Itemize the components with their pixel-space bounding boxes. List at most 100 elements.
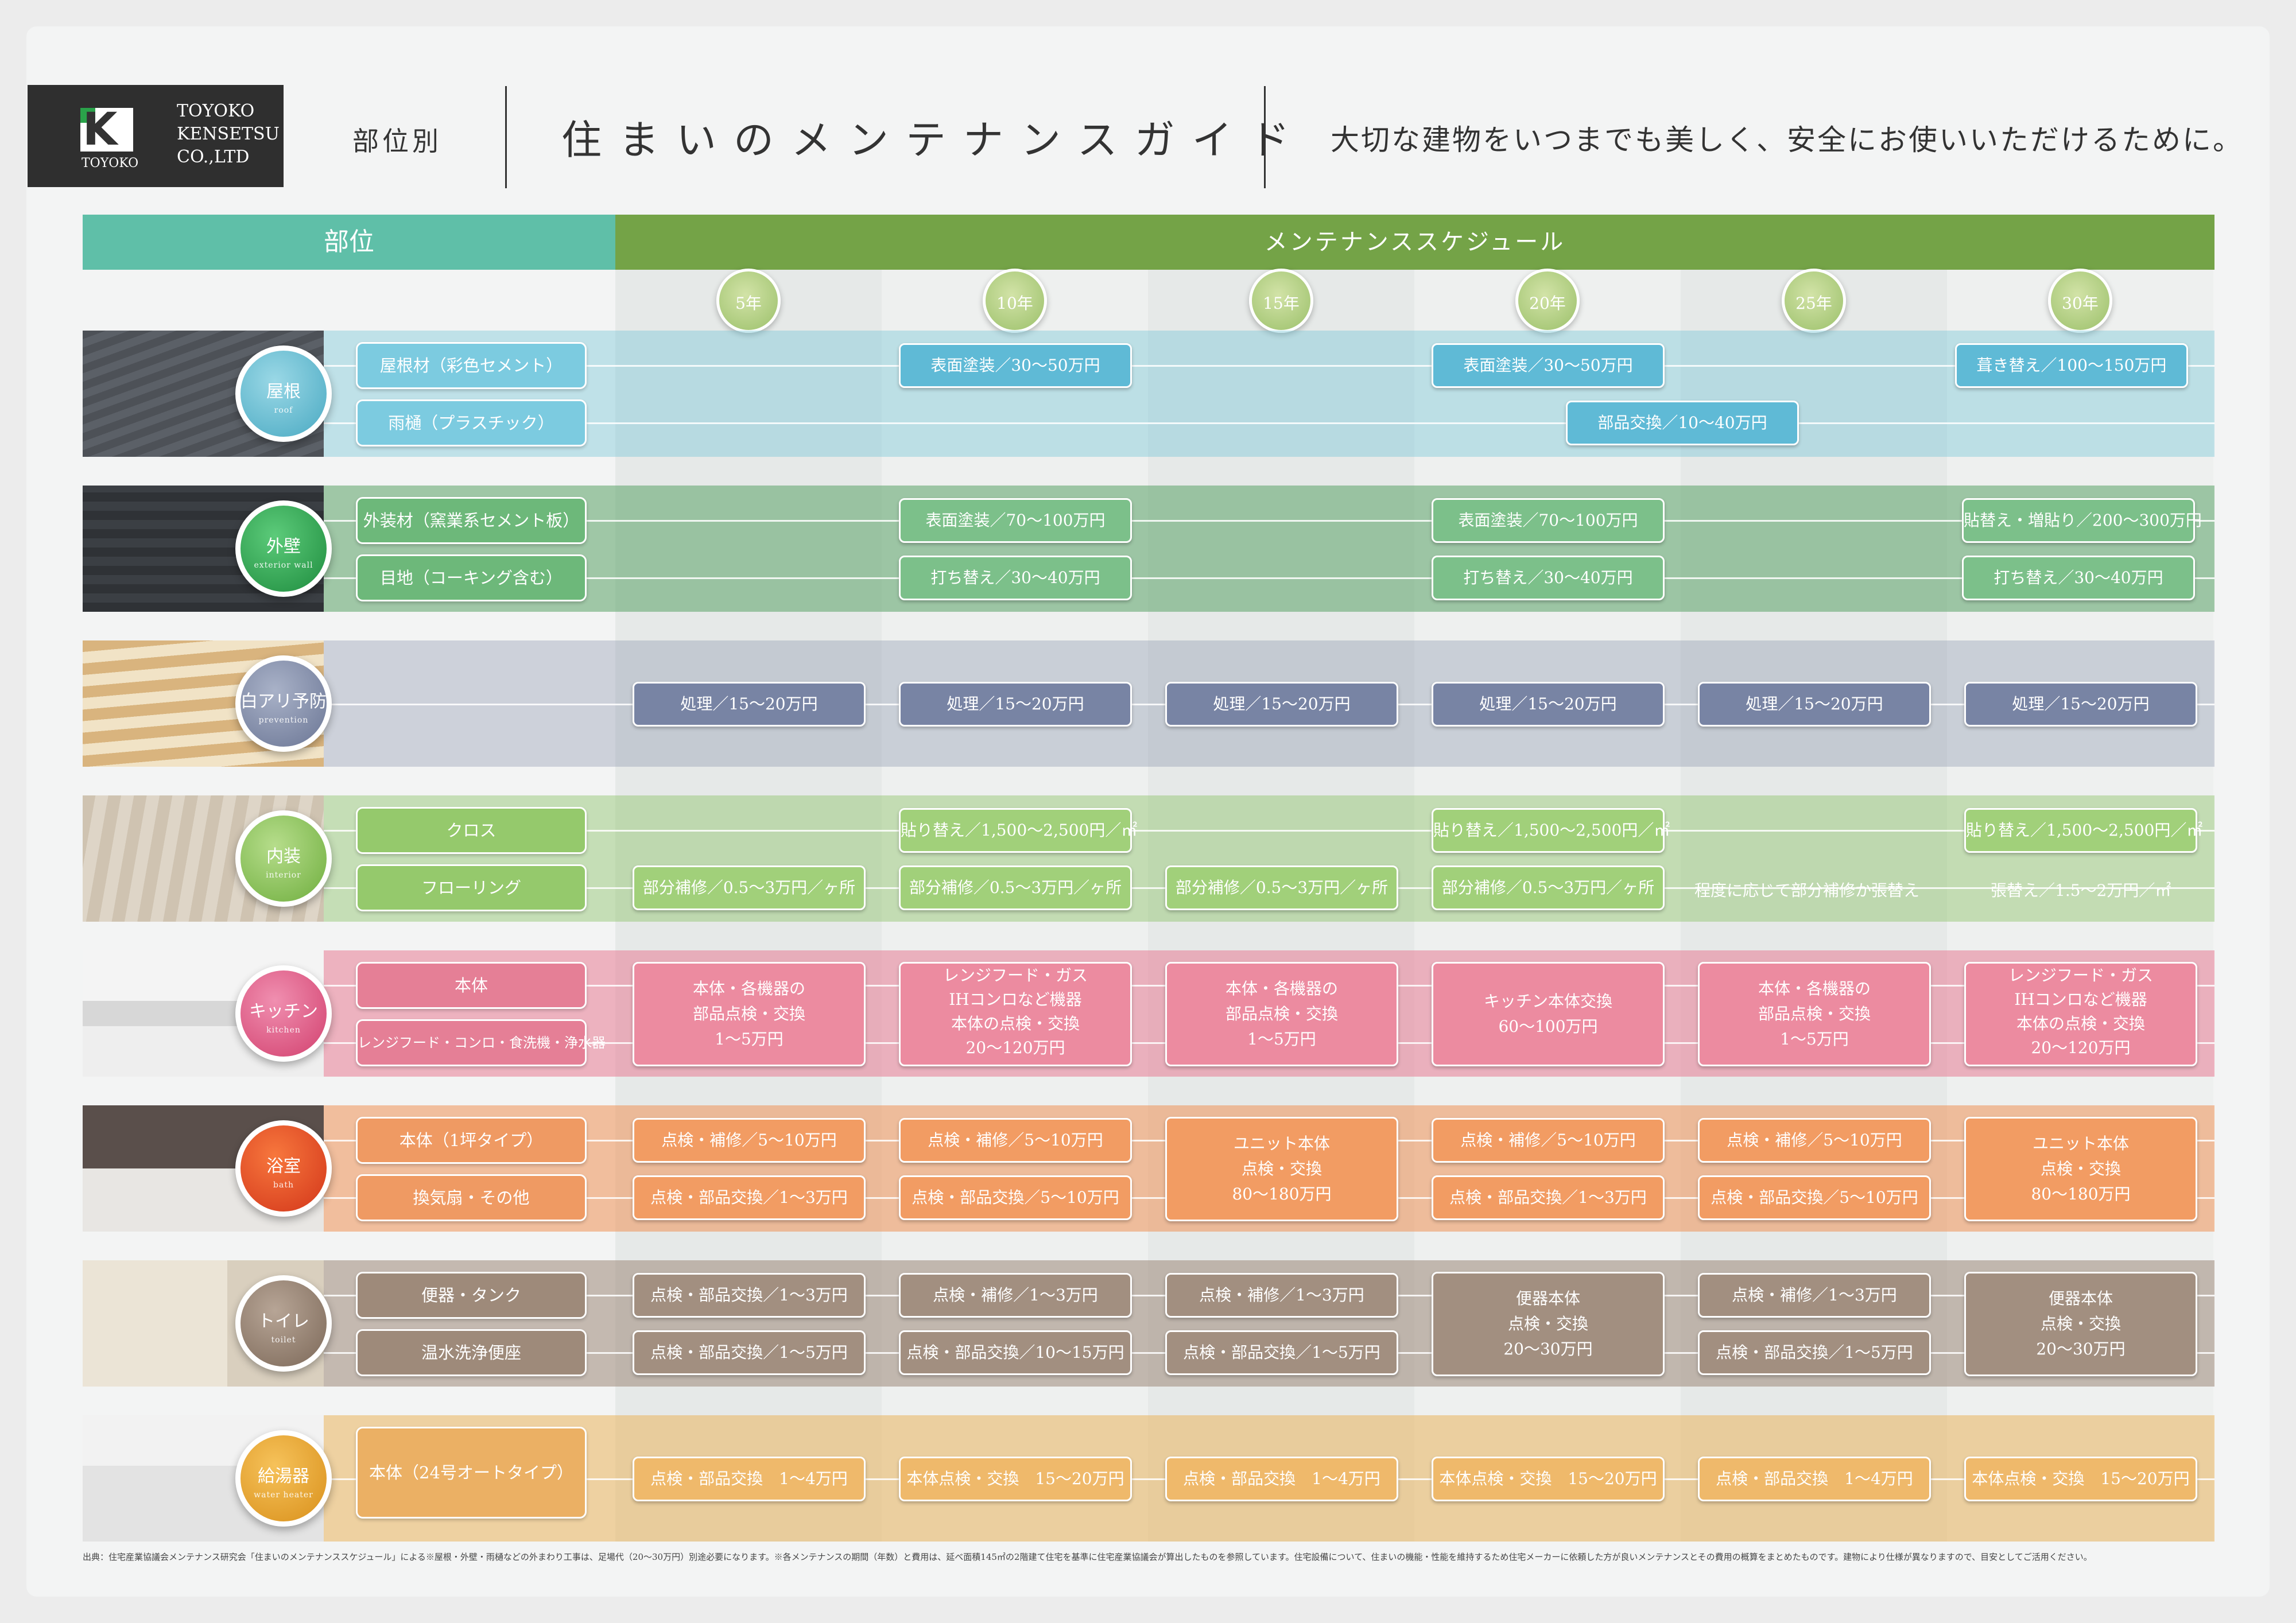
item-kitchen-equipment: レンジフード・コンロ・食洗機・浄水器 [356, 1019, 606, 1066]
cell-heater-5y: 点検・部品交換 1～4万円 [633, 1457, 866, 1501]
category-interior: 内装 interior [235, 810, 332, 907]
cell-heater-25y: 点検・部品交換 1～4万円 [1698, 1457, 1931, 1501]
schedule-column-header: メンテナンススケジュール [615, 215, 2214, 270]
item-siding: 外装材（窯業系セメント板） [356, 497, 587, 544]
cell-cloth-10y: 貼り替え／1,500～2,500円／㎡ [899, 808, 1137, 853]
row-water-heater: 給湯器 water heater 本体（24号オートタイプ） 点検・部品交換 1～… [83, 1415, 2214, 1542]
cell-kitchen-5y: 本体・各機器の 部品点検・交換 1～5万円 [633, 962, 866, 1066]
cell-flooring-20y: 部分補修／0.5～3万円／ヶ所 [1432, 865, 1665, 910]
cell-toilet-10y-1: 点検・補修／1～3万円 [899, 1273, 1132, 1318]
cell-wall-30y: 貼替え・増貼り／200～300万円 [1962, 498, 2202, 543]
cell-kitchen-10y: レンジフード・ガス IHコンロなど機器 本体の点検・交換 20～120万円 [899, 962, 1132, 1066]
category-label: トイレ [258, 1311, 309, 1331]
cell-termite-10y: 処理／15～20万円 [899, 682, 1132, 727]
category-label: 内装 [266, 847, 301, 867]
category-label-en: exterior wall [254, 561, 313, 570]
company-name-line1: TOYOKO [177, 101, 255, 121]
logo-k-glyph: K [83, 104, 118, 156]
cell-termite-30y: 処理／15～20万円 [1964, 682, 2197, 727]
company-name: TOYOKO KENSETSU CO.,LTD [177, 100, 280, 169]
category-label-en: prevention [258, 716, 309, 725]
item-bath-body: 本体（1坪タイプ） [356, 1117, 587, 1164]
cell-toilet-25y-1: 点検・補修／1～3万円 [1698, 1273, 1931, 1318]
cell-kitchen-25y: 本体・各機器の 部品点検・交換 1～5万円 [1698, 962, 1931, 1066]
item-washlet: 温水洗浄便座 [356, 1329, 587, 1376]
item-toilet-tank: 便器・タンク [356, 1272, 587, 1319]
year-badge-30: 30年 [2048, 269, 2112, 333]
category-label: 屋根 [266, 382, 301, 402]
cell-flooring-10y: 部分補修／0.5～3万円／ヶ所 [899, 865, 1132, 910]
cell-joint-10y: 打ち替え／30～40万円 [899, 556, 1132, 600]
category-toilet: トイレ toilet [235, 1275, 332, 1372]
cell-toilet-5y-2: 点検・部品交換／1～5万円 [633, 1330, 866, 1375]
row-toilet: トイレ toilet 便器・タンク 温水洗浄便座 点検・部品交換／1～3万円 点検… [83, 1260, 2214, 1387]
row-band [324, 331, 2214, 457]
company-logo: K TOYOKO TOYOKO KENSETSU CO.,LTD [28, 85, 284, 187]
item-cloth: クロス [356, 807, 587, 854]
category-label: 給湯器 [258, 1466, 309, 1486]
cell-heater-30y: 本体点検・交換 15～20万円 [1964, 1457, 2197, 1501]
cell-kitchen-15y: 本体・各機器の 部品点検・交換 1～5万円 [1165, 962, 1398, 1066]
company-name-line3: CO.,LTD [177, 147, 250, 167]
cell-gutter-20y: 部品交換／10～40万円 [1566, 401, 1799, 445]
cell-bath-20y-2: 点検・部品交換／1～3万円 [1432, 1175, 1665, 1220]
company-name-line2: KENSETSU [177, 124, 280, 144]
cell-bath-5y-2: 点検・部品交換／1～3万円 [633, 1175, 866, 1220]
item-heater-body: 本体（24号オートタイプ） [356, 1427, 587, 1519]
item-bath-fan: 換気扇・その他 [356, 1174, 587, 1221]
page-title: 住まいのメンテナンスガイド [561, 117, 1307, 164]
year-badge-20: 20年 [1515, 269, 1580, 333]
category-roof: 屋根 roof [235, 345, 332, 442]
category-label-en: roof [274, 406, 293, 415]
cell-bath-20y-1: 点検・補修／5～10万円 [1432, 1118, 1665, 1163]
cell-bath-15y: ユニット本体 点検・交換 80～180万円 [1165, 1117, 1398, 1221]
row-line [324, 577, 2214, 579]
item-roof-material: 屋根材（彩色セメント） [356, 342, 587, 389]
category-label-en: toilet [271, 1335, 296, 1345]
cell-toilet-25y-2: 点検・部品交換／1～5万円 [1698, 1330, 1931, 1375]
cell-flooring-5y: 部分補修／0.5～3万円／ヶ所 [633, 865, 866, 910]
cell-heater-20y: 本体点検・交換 15～20万円 [1432, 1457, 1665, 1501]
cell-termite-5y: 処理／15～20万円 [633, 682, 866, 727]
cell-roof-30y: 葺き替え／100～150万円 [1955, 343, 2188, 388]
cell-toilet-15y-2: 点検・部品交換／1～5万円 [1165, 1330, 1398, 1375]
cell-roof-10y: 表面塗装／30～50万円 [899, 343, 1132, 388]
row-line [324, 365, 2214, 367]
cell-bath-25y-2: 点検・部品交換／5～10万円 [1698, 1175, 1931, 1220]
cell-wall-10y: 表面塗装／70～100万円 [899, 498, 1132, 543]
cell-termite-15y: 処理／15～20万円 [1165, 682, 1398, 727]
year-badge-5: 5年 [716, 269, 781, 333]
cell-flooring-15y: 部分補修／0.5～3万円／ヶ所 [1165, 865, 1398, 910]
cell-toilet-5y-1: 点検・部品交換／1～3万円 [633, 1273, 866, 1318]
logo-mark-icon [80, 108, 133, 152]
row-line [324, 520, 2214, 522]
cell-termite-25y: 処理／15～20万円 [1698, 682, 1931, 727]
category-label-en: interior [266, 871, 301, 880]
cell-bath-30y: ユニット本体 点検・交換 80～180万円 [1964, 1117, 2197, 1221]
cell-bath-10y-2: 点検・部品交換／5～10万円 [899, 1175, 1132, 1220]
category-heater: 給湯器 water heater [235, 1430, 332, 1527]
row-line [324, 830, 2214, 832]
category-label: キッチン [249, 1001, 318, 1022]
cell-heater-10y: 本体点検・交換 15～20万円 [899, 1457, 1132, 1501]
cell-bath-5y-1: 点検・補修／5～10万円 [633, 1118, 866, 1163]
header-divider [1264, 86, 1266, 188]
cell-toilet-30y: 便器本体 点検・交換 20～30万円 [1964, 1272, 2197, 1376]
cell-toilet-10y-2: 点検・部品交換／10～15万円 [899, 1330, 1132, 1375]
cell-kitchen-30y: レンジフード・ガス IHコンロなど機器 本体の点検・交換 20～120万円 [1964, 962, 2197, 1066]
category-label-en: water heater [254, 1490, 313, 1500]
header-divider [505, 86, 507, 188]
cell-wall-20y: 表面塗装／70～100万円 [1432, 498, 1665, 543]
year-badge-15: 15年 [1249, 269, 1313, 333]
item-kitchen-body: 本体 [356, 962, 587, 1009]
cell-bath-25y-1: 点検・補修／5～10万円 [1698, 1118, 1931, 1163]
footnote: 出典：住宅産業協議会メンテナンス研究会「住まいのメンテナンススケジュール」による… [83, 1552, 2092, 1562]
